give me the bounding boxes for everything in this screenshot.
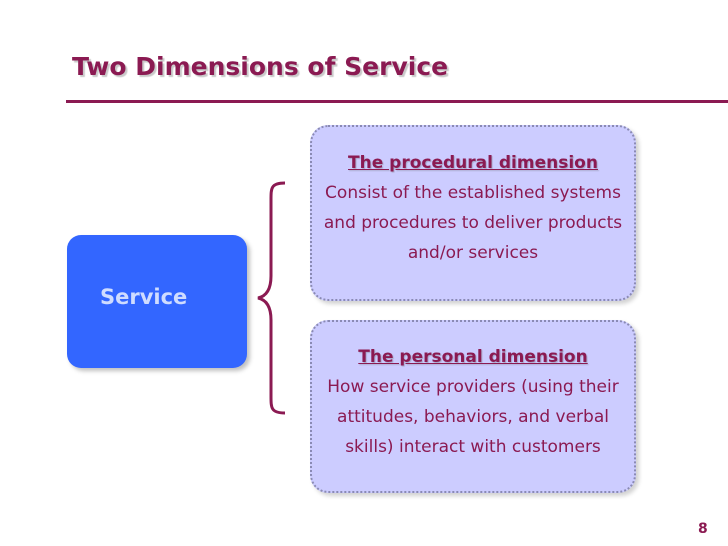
procedural-dimension-box: The procedural dimension Consist of the … <box>310 125 636 301</box>
procedural-dimension-description: Consist of the established systems and p… <box>323 183 623 263</box>
personal-dimension-box: The personal dimension How service provi… <box>310 320 636 493</box>
procedural-dimension-heading: The procedural dimension <box>348 153 598 173</box>
slide-title: Two Dimensions of Service <box>72 52 449 81</box>
personal-dimension-description: How service providers (using their attit… <box>327 377 619 457</box>
page-number: 8 <box>698 521 708 537</box>
service-label: Service <box>100 285 188 309</box>
title-divider <box>66 100 728 103</box>
personal-dimension-heading: The personal dimension <box>358 347 588 367</box>
curly-brace-icon <box>257 181 286 415</box>
service-box <box>67 235 247 368</box>
